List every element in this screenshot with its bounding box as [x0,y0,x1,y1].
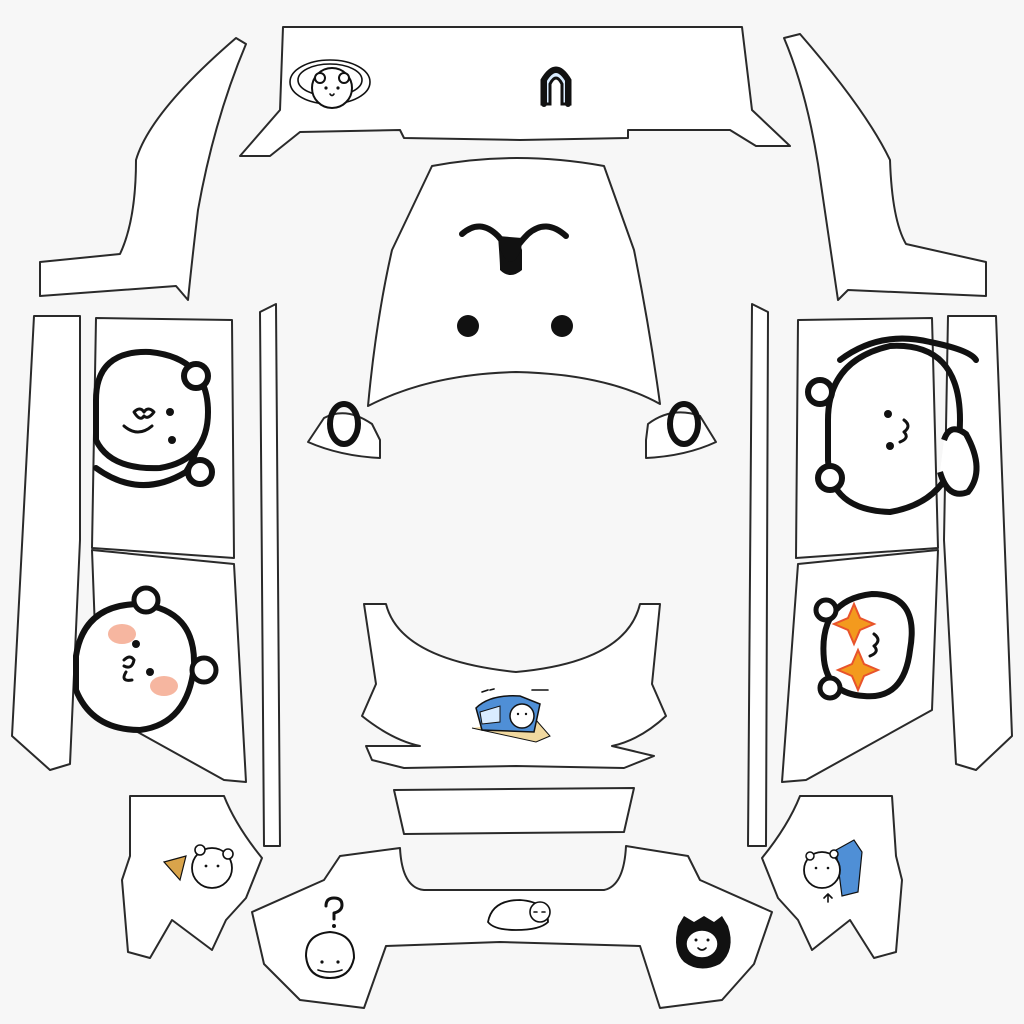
bear-black-hood-icon [676,916,731,969]
bear-muzzle-icon [459,223,569,275]
bear-sparkle-eyes-icon [813,590,915,701]
panel-door-front-right [795,317,980,559]
bear-bus-icon [803,839,863,903]
panel-hood [367,157,661,407]
panel-rear-bumper [251,845,773,1009]
bear-ice-cream-icon [162,844,234,889]
panel-door-rear-left [73,549,247,783]
blush-left [108,624,136,644]
panel-fender-rear-left [121,795,263,959]
panel-pillar-front-left [39,37,247,301]
panel-mirror-right [645,401,717,459]
panel-door-front-left [91,317,235,559]
panel-pillar-front-right [783,33,987,301]
bear-big-face-icon [93,348,215,489]
panel-front-bumper [361,603,667,769]
panel-roof [239,26,791,157]
bear-blush-icon [73,585,219,734]
bear-dizzy-icon [289,59,371,109]
roof-loop-icon [540,66,572,107]
panel-fender-rear-right [761,795,903,959]
panel-mirror-left [307,401,381,459]
panel-grille [393,787,635,835]
blush-right [150,676,178,696]
panel-sill-left-strip [259,303,281,847]
panel-door-rear-right [781,549,939,783]
bear-question-icon [304,896,356,980]
mirror-ring-icon [327,401,361,447]
bear-sleeping-icon [487,899,551,931]
panel-sill-left-outer [11,315,81,771]
mirror-ring-icon [667,401,701,447]
bear-peek-icon [805,335,980,515]
bear-eyes-icon [457,315,573,337]
bear-train-icon [471,688,551,743]
panel-sill-right-strip [747,303,769,847]
